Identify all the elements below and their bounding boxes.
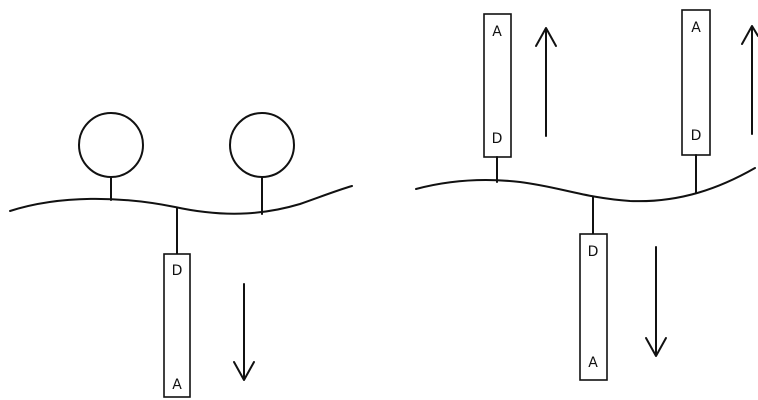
left-tail-label-top: D bbox=[172, 263, 183, 279]
right-arrow-up-icon-2 bbox=[741, 25, 758, 135]
left-arrow-down-icon bbox=[233, 283, 255, 381]
left-tail-box bbox=[163, 253, 191, 398]
left-head-circle-2 bbox=[229, 112, 295, 178]
left-membrane-line bbox=[9, 185, 353, 215]
left-head-circle-1 bbox=[78, 112, 144, 178]
right-tail-2-box bbox=[681, 9, 711, 156]
left-tail-label-bottom: A bbox=[172, 377, 182, 393]
right-tail-2-label-bottom: D bbox=[691, 128, 702, 144]
left-panel: D A bbox=[9, 112, 353, 398]
right-tail-1-label-top: A bbox=[492, 24, 502, 40]
right-arrow-up-icon-1 bbox=[535, 27, 557, 137]
right-membrane-line bbox=[415, 167, 756, 203]
right-tail-3-label-bottom: A bbox=[588, 355, 598, 371]
right-tail-1-label-bottom: D bbox=[492, 131, 503, 147]
right-tail-3-label-top: D bbox=[588, 244, 599, 260]
right-arrow-down-icon bbox=[645, 246, 667, 357]
right-tail-3-box bbox=[579, 233, 608, 381]
right-tail-2-label-top: A bbox=[691, 20, 701, 36]
right-panel: A D A D D A bbox=[415, 9, 758, 381]
